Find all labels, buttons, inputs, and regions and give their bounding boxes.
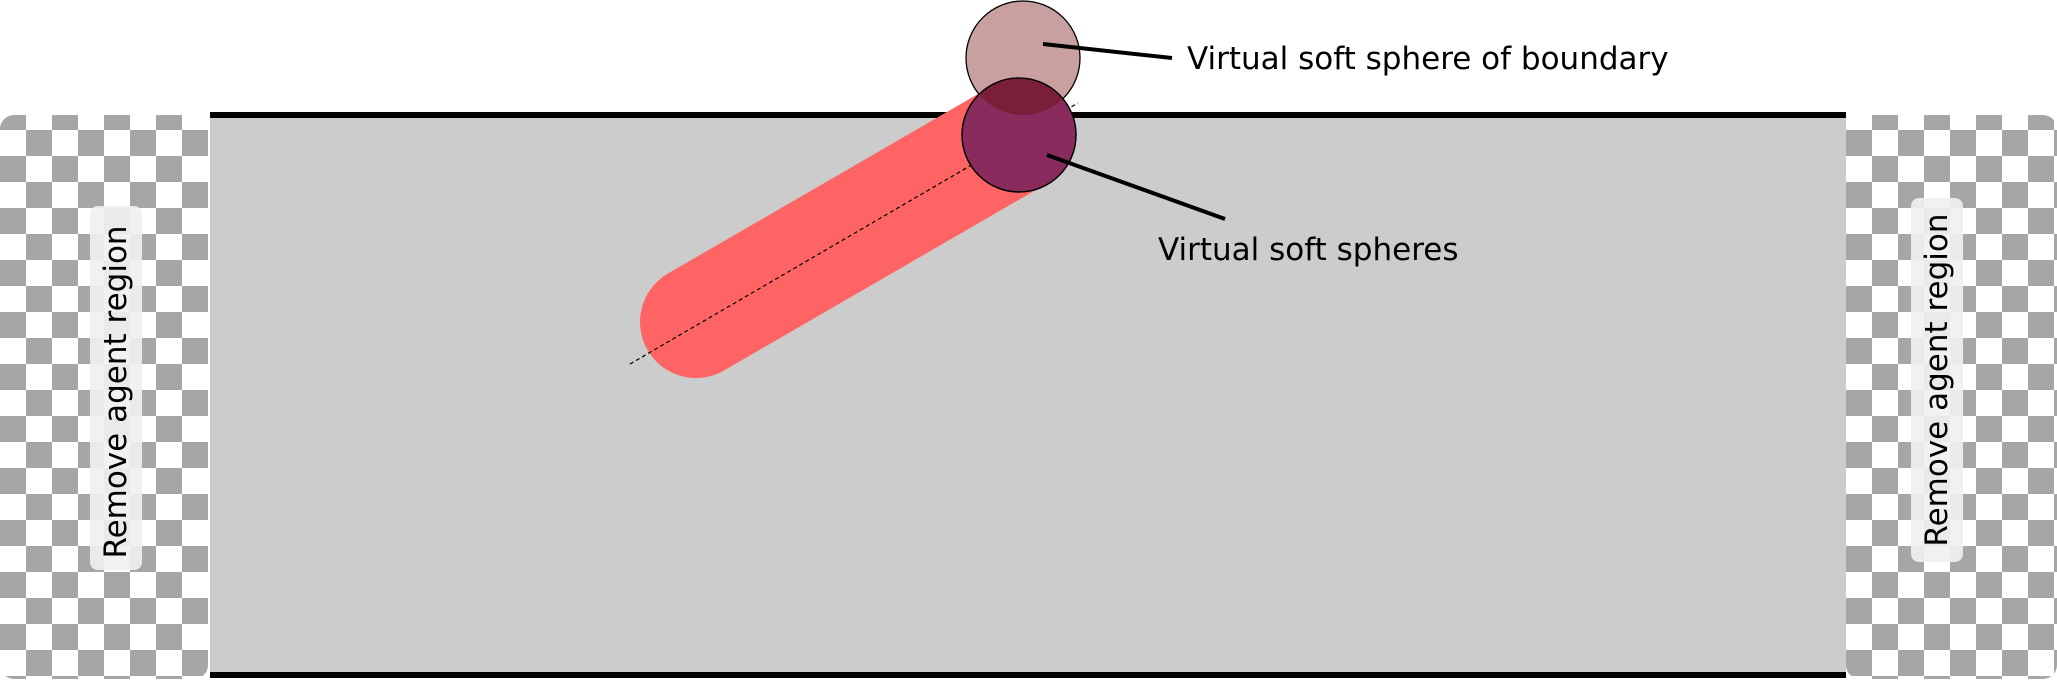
remove-label-right: Remove agent region <box>1919 213 1955 546</box>
label-soft-spheres: Virtual soft spheres <box>1158 232 1458 268</box>
agent-axis <box>629 102 1079 365</box>
channel-region <box>210 115 1846 675</box>
remove-label-left-pad <box>90 206 142 570</box>
remove-region-right: Remove agent region <box>1846 115 2057 679</box>
remove-label-left: Remove agent region <box>98 225 134 558</box>
soft-sphere-outline <box>961 77 1077 193</box>
callout-line-boundary <box>1042 42 1173 60</box>
remove-region-left: Remove agent region <box>0 115 208 679</box>
callout-line-soft <box>1046 153 1226 221</box>
agent-rod <box>640 79 1075 378</box>
remove-label-right-pad <box>1911 198 1963 562</box>
label-boundary-sphere: Virtual soft sphere of boundary <box>1187 41 1669 77</box>
